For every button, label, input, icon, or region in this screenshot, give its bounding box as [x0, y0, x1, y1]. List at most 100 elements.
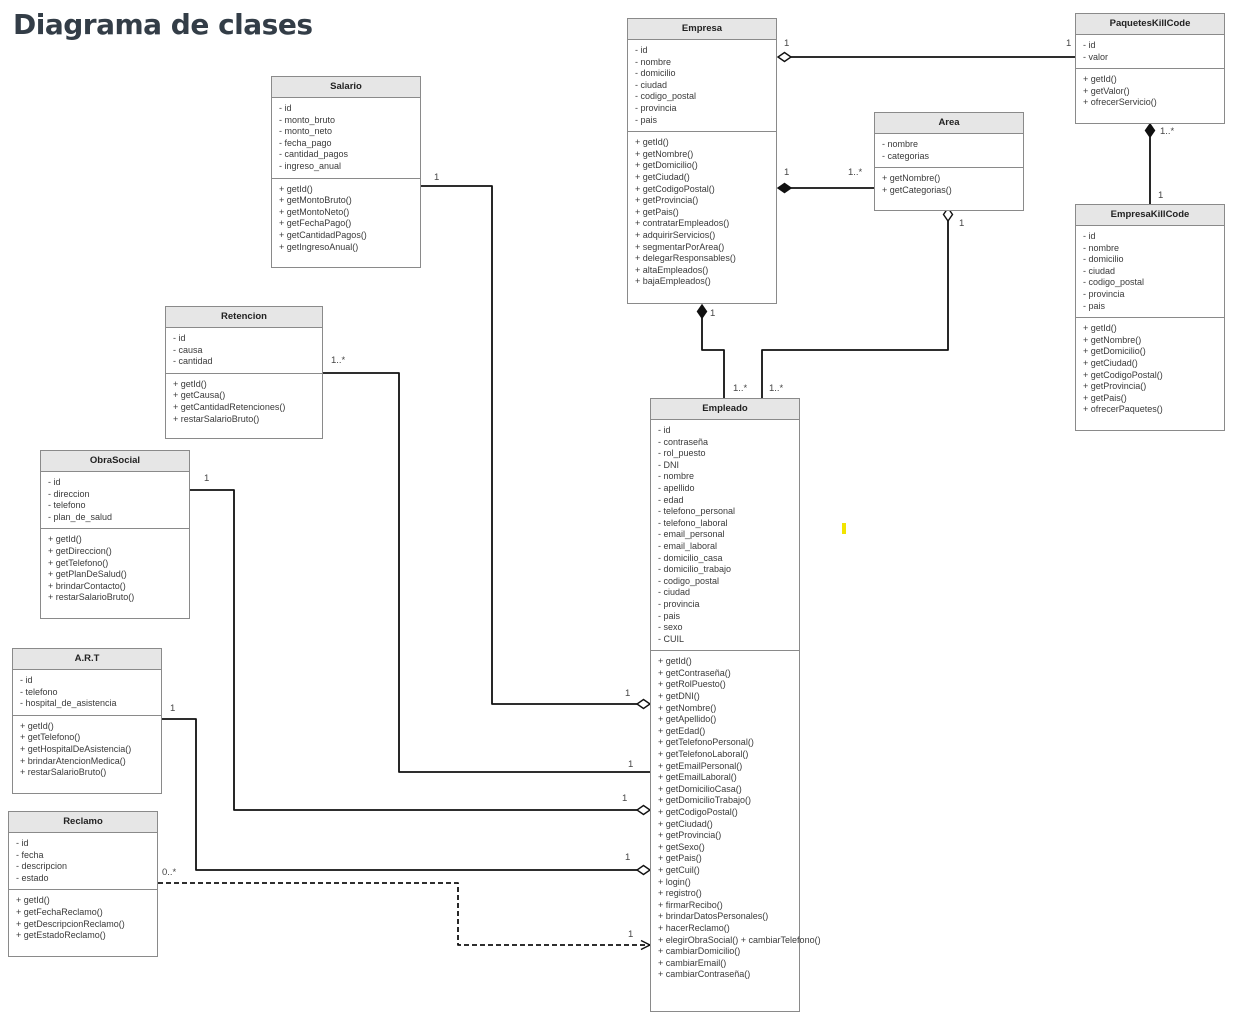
method-line: + getId()	[658, 656, 692, 667]
method-line: + getTelefonoPersonal()	[658, 737, 754, 748]
class-name: EmpresaKillCode	[1076, 205, 1224, 226]
relation-paquetes-empresakc[interactable]	[1144, 122, 1156, 204]
multiplicity-label: 1	[628, 929, 634, 940]
attribute-line: - plan_de_salud	[48, 511, 113, 522]
method-line: + getCiudad()	[635, 171, 690, 182]
attribute-line: - nombre	[882, 139, 919, 149]
method-line: + altaEmpleados()	[635, 264, 709, 275]
method-line: + brindarAtencionMedica()	[20, 755, 126, 766]
attribute-line: - sexo	[658, 622, 683, 633]
class-attributes: - id- valor	[1076, 35, 1224, 70]
class-retencion[interactable]: Retencion- id- causa- cantidad+ getId()+…	[165, 306, 323, 439]
attribute-line: - hospital_de_asistencia	[20, 698, 117, 709]
multiplicity-label: 1	[625, 852, 631, 863]
relation-obrasocial-empleado[interactable]	[190, 489, 652, 816]
method-line: + getCantidadRetenciones()	[173, 401, 286, 412]
method-line: + getContraseña()	[658, 667, 731, 678]
relation-line	[323, 372, 650, 773]
method-line: + getDomicilioTrabajo()	[658, 795, 751, 806]
attribute-line: - telefono	[20, 686, 58, 697]
relation-retencion-empleado[interactable]	[323, 372, 650, 773]
method-line: + getEmailLaboral()	[658, 772, 737, 783]
method-line: + getDescripcionReclamo()	[16, 918, 125, 929]
method-line: + restarSalarioBruto()	[48, 592, 135, 603]
method-line: + getCategorias()	[882, 184, 952, 195]
multiplicity-label: 1	[784, 167, 790, 178]
attribute-line: - id	[1083, 40, 1096, 50]
relation-empresa-empleado[interactable]	[696, 303, 725, 398]
attribute-line: - id	[20, 675, 33, 685]
multiplicity-label: 1	[434, 172, 440, 183]
class-methods: + getId()+ getNombre()+ getDomicilio()+ …	[628, 132, 776, 293]
attribute-line: - categorias	[882, 150, 930, 161]
relation-art-empleado[interactable]	[162, 718, 652, 876]
class-attributes: - id- contraseña- rol_puesto- DNI- nombr…	[651, 420, 799, 652]
method-line: + getEdad()	[658, 725, 706, 736]
relation-line	[162, 718, 637, 871]
method-line: + getFechaPago()	[279, 218, 352, 229]
relation-salario-empleado[interactable]	[421, 185, 652, 710]
multiplicity-label: 1	[959, 218, 965, 229]
method-line: + contratarEmpleados()	[635, 218, 730, 229]
class-empresakc[interactable]: EmpresaKillCode- id- nombre- domicilio- …	[1075, 204, 1225, 431]
method-line: + getTelefono()	[48, 557, 109, 568]
relation-empresa-paquetes[interactable]	[776, 51, 1075, 63]
method-line: + getCodigoPostal()	[658, 807, 738, 817]
attribute-line: - monto_bruto	[279, 114, 336, 125]
class-name: Empresa	[628, 19, 776, 40]
method-line: + getNombre()	[635, 148, 694, 159]
method-line: + adquirirServicios()	[635, 229, 716, 240]
method-line: + getDNI()	[658, 691, 700, 702]
attribute-line: - direccion	[48, 488, 90, 499]
class-obrasocial[interactable]: ObraSocial- id- direccion- telefono- pla…	[40, 450, 190, 619]
method-line: + delegarResponsables()	[635, 253, 736, 264]
multiplicity-label: 1..*	[1160, 126, 1175, 137]
method-line: + getPais()	[658, 853, 702, 864]
attribute-line: - fecha_pago	[279, 137, 332, 148]
class-reclamo[interactable]: Reclamo- id- fecha- descripcion- estado+…	[8, 811, 158, 957]
multiplicity-label: 1	[710, 308, 716, 319]
method-line: + cambiarDomicilio()	[658, 946, 741, 957]
class-methods: + getId()+ getValor()+ ofrecerServicio()	[1076, 69, 1224, 114]
attribute-line: - edad	[658, 494, 684, 505]
attribute-line: - ciudad	[635, 79, 668, 90]
class-methods: + getId()+ getTelefono()+ getHospitalDeA…	[13, 716, 161, 784]
method-line: + getPlanDeSalud()	[48, 569, 127, 580]
class-area[interactable]: Area- nombre- categorias+ getNombre()+ g…	[874, 112, 1024, 211]
relation-area-empleado[interactable]	[761, 206, 954, 398]
multiplicity-label: 0..*	[162, 867, 177, 878]
method-line: + getId()	[635, 137, 669, 148]
method-line: + getEmailPersonal()	[658, 760, 743, 771]
class-paquetes[interactable]: PaquetesKillCode- id- valor+ getId()+ ge…	[1075, 13, 1225, 124]
attribute-line: - telefono_laboral	[658, 517, 728, 528]
relation-empresa-area[interactable]	[776, 182, 874, 194]
attribute-line: - telefono	[48, 500, 86, 511]
method-line: + login()	[658, 876, 691, 887]
class-empleado[interactable]: Empleado- id- contraseña- rol_puesto- DN…	[650, 398, 821, 1012]
method-line: + getApellido()	[658, 714, 717, 725]
class-methods: + getId()+ getDireccion()+ getTelefono()…	[41, 529, 189, 609]
class-salario[interactable]: Salario- id- monto_bruto- monto_neto- fe…	[271, 76, 421, 268]
multiplicity-label: 1	[622, 793, 628, 804]
method-line: + getProvincia()	[658, 830, 722, 841]
attribute-line: - descripcion	[16, 861, 68, 872]
method-line: + getMontoNeto()	[279, 206, 350, 217]
relation-reclamo-empleado[interactable]	[158, 882, 652, 951]
method-line: + elegirObraSocial() + cambiarTelefono()	[658, 934, 821, 945]
multiplicity-label: 1..*	[848, 167, 863, 178]
method-line: + getId()	[20, 720, 54, 731]
attribute-line: - id	[658, 425, 671, 435]
class-empresa[interactable]: Empresa- id- nombre- domicilio- ciudad- …	[627, 18, 777, 304]
method-line: + registro()	[658, 888, 702, 899]
multiplicity-label: 1	[625, 688, 631, 699]
multiplicity-label: 1	[784, 38, 790, 49]
attribute-line: - rol_puesto	[658, 448, 706, 459]
attribute-line: - id	[48, 477, 61, 487]
attribute-line: - codigo_postal	[1083, 277, 1145, 288]
method-line: + restarSalarioBruto()	[173, 413, 260, 424]
method-line: + getDomicilio()	[1083, 346, 1146, 357]
attribute-line: - nombre	[658, 471, 695, 482]
attribute-line: - id	[635, 45, 648, 55]
class-art[interactable]: A.R.T- id- telefono- hospital_de_asisten…	[12, 648, 162, 794]
aggregation-diamond-icon	[635, 804, 652, 816]
